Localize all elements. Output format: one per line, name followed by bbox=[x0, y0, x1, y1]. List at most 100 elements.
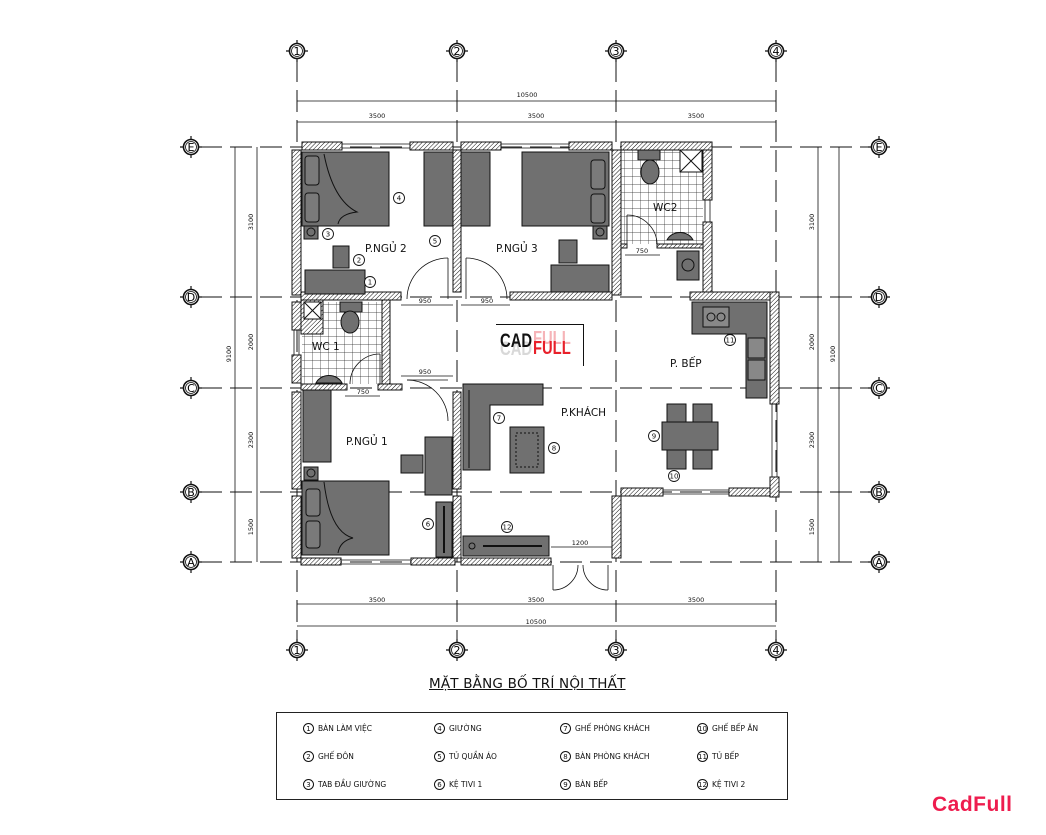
svg-text:B: B bbox=[875, 486, 883, 499]
desk-bed1 bbox=[424, 436, 453, 496]
axis-bubble-4: 4 bbox=[765, 40, 787, 62]
axis-bubble-2: 2 bbox=[446, 40, 468, 62]
svg-text:3100: 3100 bbox=[808, 214, 816, 231]
logo-ghost-full: FULL bbox=[533, 328, 571, 348]
room-label-living: P.KHÁCH bbox=[561, 406, 606, 419]
desk-bed3 bbox=[550, 264, 610, 293]
svg-text:9: 9 bbox=[652, 433, 656, 441]
furniture-tag-4: 4 bbox=[393, 192, 405, 204]
axis-bubble-B: B bbox=[180, 481, 202, 503]
furniture-tag-2: 2 bbox=[353, 254, 365, 266]
room-label-bed2: P.NGỦ 2 bbox=[365, 241, 407, 255]
svg-text:11: 11 bbox=[726, 337, 735, 345]
room-label-wc2: WC2 bbox=[653, 202, 677, 214]
room-label-bed3: P.NGỦ 3 bbox=[496, 241, 538, 255]
svg-text:5: 5 bbox=[433, 238, 437, 246]
axis-bubble-E: E bbox=[180, 136, 202, 158]
dimension-lines bbox=[234, 100, 840, 627]
axis-bubble-D: D bbox=[180, 286, 202, 308]
logo-ghost-cad: CAD bbox=[500, 339, 533, 360]
furniture-tag-10: 10 bbox=[668, 470, 680, 482]
axis-bubble-C: C bbox=[868, 377, 890, 399]
svg-text:3: 3 bbox=[326, 231, 330, 239]
axis-bubble-B: B bbox=[868, 481, 890, 503]
axis-bubble-2: 2 bbox=[446, 639, 468, 661]
svg-text:2: 2 bbox=[357, 257, 361, 265]
svg-text:4: 4 bbox=[773, 644, 780, 657]
wardrobe-bed1 bbox=[302, 389, 332, 463]
axis-bubble-3: 3 bbox=[605, 40, 627, 62]
furniture-tag-1: 1 bbox=[364, 276, 376, 288]
axis-bubble-A: A bbox=[868, 551, 890, 573]
wardrobe-bed2 bbox=[423, 151, 454, 227]
svg-text:2300: 2300 bbox=[808, 432, 816, 449]
axis-bubble-1: 1 bbox=[286, 40, 308, 62]
furniture-tag-12: 12 bbox=[501, 521, 513, 533]
room-label-bed1: P.NGỦ 1 bbox=[346, 434, 388, 448]
furniture-tag-6: 6 bbox=[422, 518, 434, 530]
svg-text:E: E bbox=[876, 141, 883, 154]
cadfull-watermark-logo: CAD FULL CAD FULL bbox=[496, 324, 584, 366]
basin-wc2 bbox=[666, 232, 694, 241]
axis-bubble-D: D bbox=[868, 286, 890, 308]
axis-bubble-A: A bbox=[180, 551, 202, 573]
svg-text:1500: 1500 bbox=[808, 519, 816, 536]
svg-text:1200: 1200 bbox=[572, 539, 589, 547]
svg-text:C: C bbox=[875, 382, 883, 395]
svg-text:10: 10 bbox=[670, 473, 679, 481]
logo-cad: CAD bbox=[500, 331, 533, 352]
svg-text:2: 2 bbox=[454, 45, 461, 58]
room-labels: P.NGỦ 2 P.NGỦ 3 P.NGỦ 1 WC 1 WC2 P.KHÁCH… bbox=[312, 202, 702, 448]
dining-table bbox=[661, 421, 719, 451]
svg-text:A: A bbox=[875, 556, 883, 569]
svg-text:10500: 10500 bbox=[526, 618, 547, 626]
furniture bbox=[301, 149, 768, 558]
svg-text:3500: 3500 bbox=[528, 112, 545, 120]
furniture-tag-3: 3 bbox=[322, 228, 334, 240]
svg-text:B: B bbox=[187, 486, 195, 499]
svg-text:A: A bbox=[187, 556, 195, 569]
axis-bubble-E: E bbox=[868, 136, 890, 158]
furniture-tag-5: 5 bbox=[429, 235, 441, 247]
room-label-kitchen: P. BẾP bbox=[670, 356, 702, 370]
doors bbox=[349, 214, 658, 591]
basin-wc1 bbox=[315, 375, 343, 384]
svg-text:1: 1 bbox=[294, 45, 301, 58]
svg-text:8: 8 bbox=[552, 445, 556, 453]
svg-text:4: 4 bbox=[397, 195, 402, 203]
svg-text:1: 1 bbox=[294, 644, 301, 657]
svg-text:10500: 10500 bbox=[517, 91, 538, 99]
svg-text:1500: 1500 bbox=[247, 519, 255, 536]
drawing-title: MẶT BẰNG BỐ TRÍ NỘI THẤT bbox=[429, 676, 626, 692]
svg-text:3500: 3500 bbox=[528, 596, 545, 604]
axis-bubble-3: 3 bbox=[605, 639, 627, 661]
sofa bbox=[462, 383, 544, 471]
coffee-table bbox=[509, 426, 545, 474]
furniture-tag-8: 8 bbox=[548, 442, 560, 454]
svg-text:3: 3 bbox=[613, 45, 620, 58]
svg-text:6: 6 bbox=[426, 521, 431, 529]
svg-text:9100: 9100 bbox=[829, 346, 837, 363]
walls bbox=[291, 141, 780, 566]
svg-text:950: 950 bbox=[481, 297, 493, 305]
svg-text:2000: 2000 bbox=[247, 334, 255, 351]
svg-text:3500: 3500 bbox=[369, 112, 386, 120]
svg-text:7: 7 bbox=[497, 415, 501, 423]
svg-text:2: 2 bbox=[454, 644, 461, 657]
axis-bubble-1: 1 bbox=[286, 639, 308, 661]
furniture-tag-9: 9 bbox=[648, 430, 660, 442]
svg-text:D: D bbox=[187, 291, 195, 304]
